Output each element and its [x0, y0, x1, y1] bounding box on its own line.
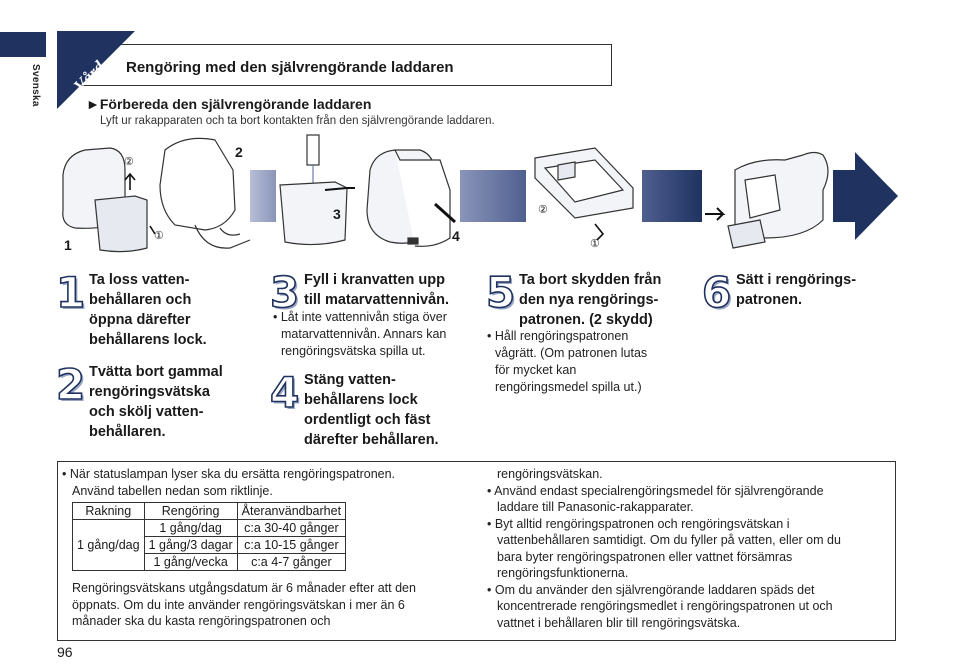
step-6-text: Sätt i rengörings-patronen.	[736, 272, 857, 308]
figure-cartridge-covers	[534, 147, 634, 241]
figure-base-tank-removal	[62, 147, 156, 253]
figure-attach-tank	[366, 149, 457, 247]
step-4-text: Stäng vatten-behållarens lock ordentligt…	[304, 372, 439, 448]
table-cell: 1 gång/dag	[143, 519, 238, 537]
figure-substep-1-b: ①	[590, 238, 600, 250]
table-header: Rakning	[72, 502, 145, 520]
table-row: 1 gång/3 dagar c:a 10-15 gånger	[73, 536, 347, 554]
figure-callout-4: 4	[452, 228, 460, 244]
figure-callout-3: 3	[333, 206, 341, 222]
figure-insert-cartridge	[705, 151, 829, 249]
figure-substep-2-b: ②	[538, 204, 548, 216]
step-3-note: • Låt inte vattennivån stiga över matarv…	[273, 310, 447, 358]
table-cell: c:a 30-40 gånger	[236, 519, 347, 537]
notes-left-outro: Rengöringsvätskans utgångsdatum är 6 mån…	[72, 581, 416, 628]
figure-substep-1-a: ①	[154, 230, 164, 242]
step-5-note: • Håll rengöringspatronen vågrätt. (Om p…	[487, 329, 648, 394]
language-tab-marker	[0, 32, 46, 57]
page-title: Rengöring med den självrengörande laddar…	[126, 59, 454, 76]
step-1-text: Ta loss vatten-behållaren och öppna däre…	[89, 272, 207, 348]
figure-fill-water	[279, 134, 355, 246]
step-number-3: 3	[269, 268, 300, 317]
step-number-6: 6	[701, 268, 732, 317]
progress-block-2	[460, 170, 526, 222]
section-corner-banner	[57, 31, 135, 109]
notes-left-intro: • När statuslampan lyser ska du ersätta …	[62, 467, 396, 498]
progress-arrow	[833, 152, 898, 240]
step-number-5: 5	[485, 268, 516, 317]
table-cell: c:a 10-15 gånger	[236, 536, 347, 554]
instruction-illustrations	[62, 134, 898, 253]
table-row: 1 gång/vecka c:a 4-7 gånger	[73, 553, 347, 571]
language-label: Svenska	[30, 64, 41, 107]
step-number-2: 2	[55, 360, 86, 409]
table-row: 1 gång/dag 1 gång/dag c:a 30-40 gånger	[72, 519, 347, 571]
progress-block-1	[250, 170, 276, 222]
prep-heading: ►Förbereda den självrengörande laddaren	[86, 96, 372, 112]
table-cell: c:a 4-7 gånger	[236, 553, 347, 571]
notes-box	[57, 461, 896, 641]
prep-text: Lyft ur rakapparaten och ta bort kontakt…	[100, 115, 495, 127]
table-header: Återanvändbarhet	[236, 502, 347, 520]
replacement-table: Rakning Rengöring Återanvändbarhet 1 gån…	[72, 502, 347, 571]
figure-callout-2: 2	[235, 144, 243, 160]
table-header-row: Rakning Rengöring Återanvändbarhet	[72, 502, 347, 520]
step-number-1: 1	[55, 268, 86, 317]
notes-right: rengöringsvätskan. • Använd endast speci…	[487, 467, 841, 630]
page-number: 96	[57, 644, 73, 660]
step-number-4: 4	[269, 368, 300, 417]
figure-substep-2-a: ②	[124, 156, 134, 168]
table-header: Rengöring	[143, 502, 238, 520]
figure-callout-1: 1	[64, 237, 72, 253]
table-cell: 1 gång/vecka	[143, 553, 238, 571]
table-cell: 1 gång/3 dagar	[143, 536, 238, 554]
progress-block-3	[642, 170, 702, 222]
table-cell-shaving: 1 gång/dag	[72, 519, 145, 571]
figure-tank-washing	[159, 137, 251, 249]
